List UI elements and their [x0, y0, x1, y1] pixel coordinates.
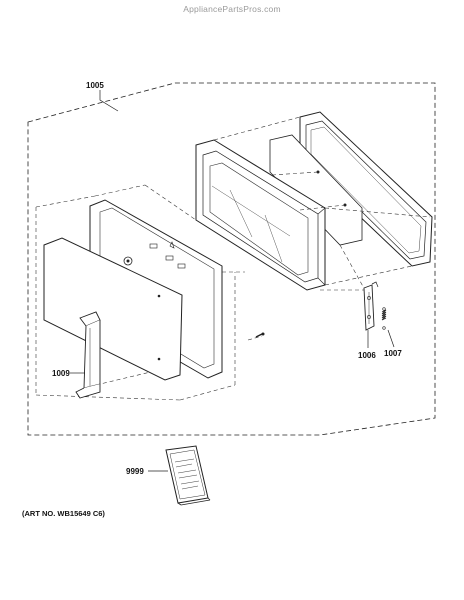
hinge-spring	[381, 307, 387, 330]
watermark-text: AppliancePartsPros.com	[183, 4, 281, 14]
door-hinge	[363, 281, 379, 331]
door-handle	[75, 311, 101, 399]
callout-9999: 9999	[126, 467, 144, 476]
owners-manual	[165, 445, 211, 506]
screen-sheet	[269, 134, 363, 246]
callout-1009: 1009	[52, 369, 70, 378]
leader-1007	[387, 329, 395, 348]
callout-1007: 1007	[384, 349, 402, 358]
art-number-label: (ART NO. WB15649 C6)	[22, 509, 105, 518]
leader-1005	[99, 90, 119, 112]
screw	[255, 332, 265, 338]
front-glass-panel	[43, 237, 183, 381]
door-assembly-boundary	[27, 82, 436, 436]
callout-1006: 1006	[358, 351, 376, 360]
callout-1005: 1005	[86, 81, 104, 90]
